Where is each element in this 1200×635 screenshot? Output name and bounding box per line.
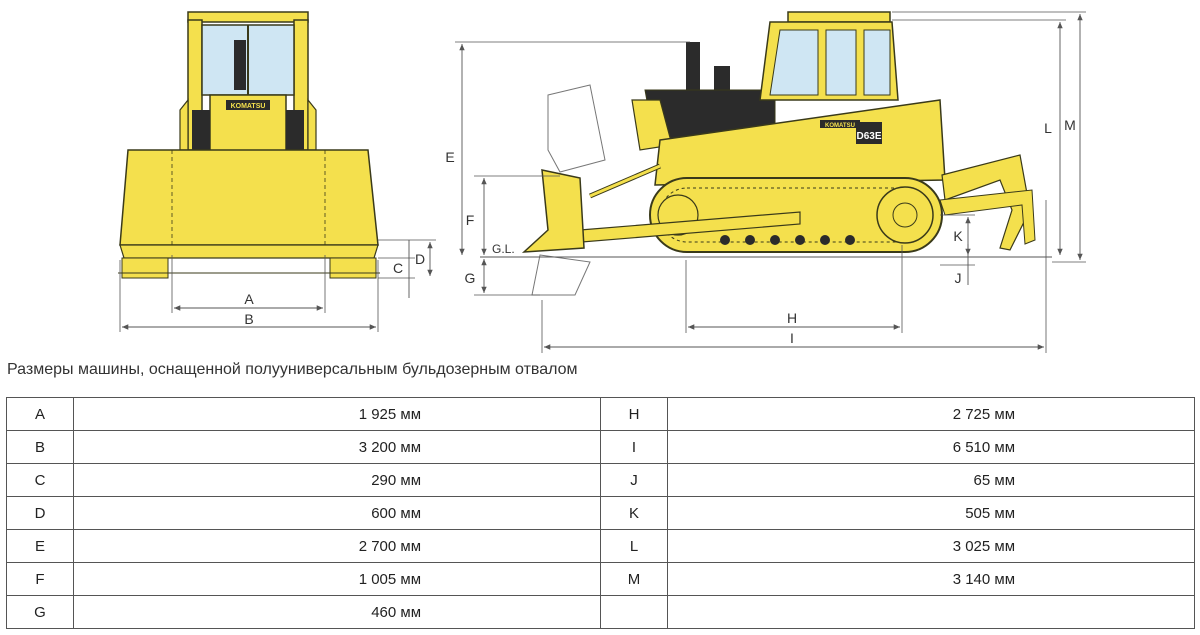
left-dimension-value: 1 005 мм [73, 562, 601, 596]
dim-label-b: B [244, 311, 253, 327]
right-dimension-value: 3 140 мм [667, 562, 1195, 596]
front-view-illustration: KOMATSU [118, 11, 380, 279]
left-dimension-value: 290 мм [73, 463, 601, 497]
right-dimension-value-text: 3 140 мм [952, 570, 1016, 588]
left-dimension-value-text: 1 005 мм [358, 570, 422, 588]
left-dimension-label: B [5, 430, 75, 464]
left-dimension-value-text: 1 925 мм [358, 405, 422, 423]
right-dimension-value: 3 025 мм [667, 529, 1195, 563]
dim-label-d: D [415, 251, 425, 267]
dim-label-a: A [244, 291, 254, 307]
dim-label-l: L [1044, 120, 1052, 136]
right-dimension-value: 2 725 мм [667, 397, 1195, 431]
left-dimension-label: A [5, 397, 75, 431]
table-caption: Размеры машины, оснащенной полууниверсал… [7, 361, 578, 378]
dimensions-table: A 1 925 мм H 2 725 мм B 3 200 мм I 6 510 мм C 290… [5, 397, 1195, 629]
left-dimension-label: G [5, 595, 75, 629]
dim-label-g: G [465, 270, 476, 286]
dim-label-c: C [393, 260, 403, 276]
dim-label-f: F [466, 212, 475, 228]
table-row: D 600 мм K 505 мм [5, 496, 1195, 530]
dim-label-m: M [1064, 117, 1076, 133]
right-dimension-value: 505 мм [667, 496, 1195, 530]
right-dimension-label: I [599, 430, 669, 464]
left-dimension-label: F [5, 562, 75, 596]
bulldozer-dimension-drawing: KOMATSU A B C D [118, 11, 1086, 353]
front-brand-text: KOMATSU [231, 103, 266, 110]
right-dimension-label: J [599, 463, 669, 497]
table-row: E 2 700 мм L 3 025 мм [5, 529, 1195, 563]
left-dimension-label: C [5, 463, 75, 497]
right-dimension-value-text: 2 725 мм [952, 405, 1016, 423]
table-row: G 460 мм [5, 595, 1195, 629]
right-dimension-value: 65 мм [667, 463, 1195, 497]
side-view-dimensions: E F G H I K J L M [445, 11, 1086, 353]
left-dimension-value: 3 200 мм [73, 430, 601, 464]
dim-label-h: H [787, 310, 797, 326]
table-row: F 1 005 мм M 3 140 мм [5, 562, 1195, 596]
left-dimension-value: 1 925 мм [73, 397, 601, 431]
dim-label-i: I [790, 330, 794, 346]
right-dimension-value-text: 6 510 мм [952, 438, 1016, 456]
right-dimension-value-text: 505 мм [965, 504, 1016, 522]
table-row: B 3 200 мм I 6 510 мм [5, 430, 1195, 464]
left-dimension-value-text: 2 700 мм [358, 537, 422, 555]
right-dimension-value-text: 65 мм [973, 471, 1016, 489]
side-view-illustration: KOMATSU D63E G.L. [480, 11, 1052, 296]
table-row: C 290 мм J 65 мм [5, 463, 1195, 497]
table-row: A 1 925 мм H 2 725 мм [5, 397, 1195, 431]
right-dimension-label [599, 595, 669, 629]
model-badge-text: D63E [856, 131, 881, 142]
left-dimension-value-text: 600 мм [371, 504, 422, 522]
side-brand-text: KOMATSU [825, 123, 855, 129]
right-dimension-value: 6 510 мм [667, 430, 1195, 464]
right-dimension-label: L [599, 529, 669, 563]
left-dimension-value: 460 мм [73, 595, 601, 629]
left-dimension-label: D [5, 496, 75, 530]
dim-label-j: J [955, 270, 962, 286]
ground-line-label: G.L. [492, 242, 515, 256]
right-dimension-value [667, 595, 1195, 629]
left-dimension-label: E [5, 529, 75, 563]
dim-label-k: K [953, 228, 963, 244]
front-view-dimensions: A B C D [119, 239, 436, 332]
left-dimension-value-text: 3 200 мм [358, 438, 422, 456]
left-dimension-value-text: 290 мм [371, 471, 422, 489]
dimensions-table-body: A 1 925 мм H 2 725 мм B 3 200 мм I 6 510 мм C 290… [5, 397, 1195, 629]
right-dimension-label: K [599, 496, 669, 530]
right-dimension-label: M [599, 562, 669, 596]
left-dimension-value-text: 460 мм [371, 603, 422, 621]
left-dimension-value: 600 мм [73, 496, 601, 530]
right-dimension-label: H [599, 397, 669, 431]
right-dimension-value-text: 3 025 мм [952, 537, 1016, 555]
dim-label-e: E [445, 149, 454, 165]
left-dimension-value: 2 700 мм [73, 529, 601, 563]
